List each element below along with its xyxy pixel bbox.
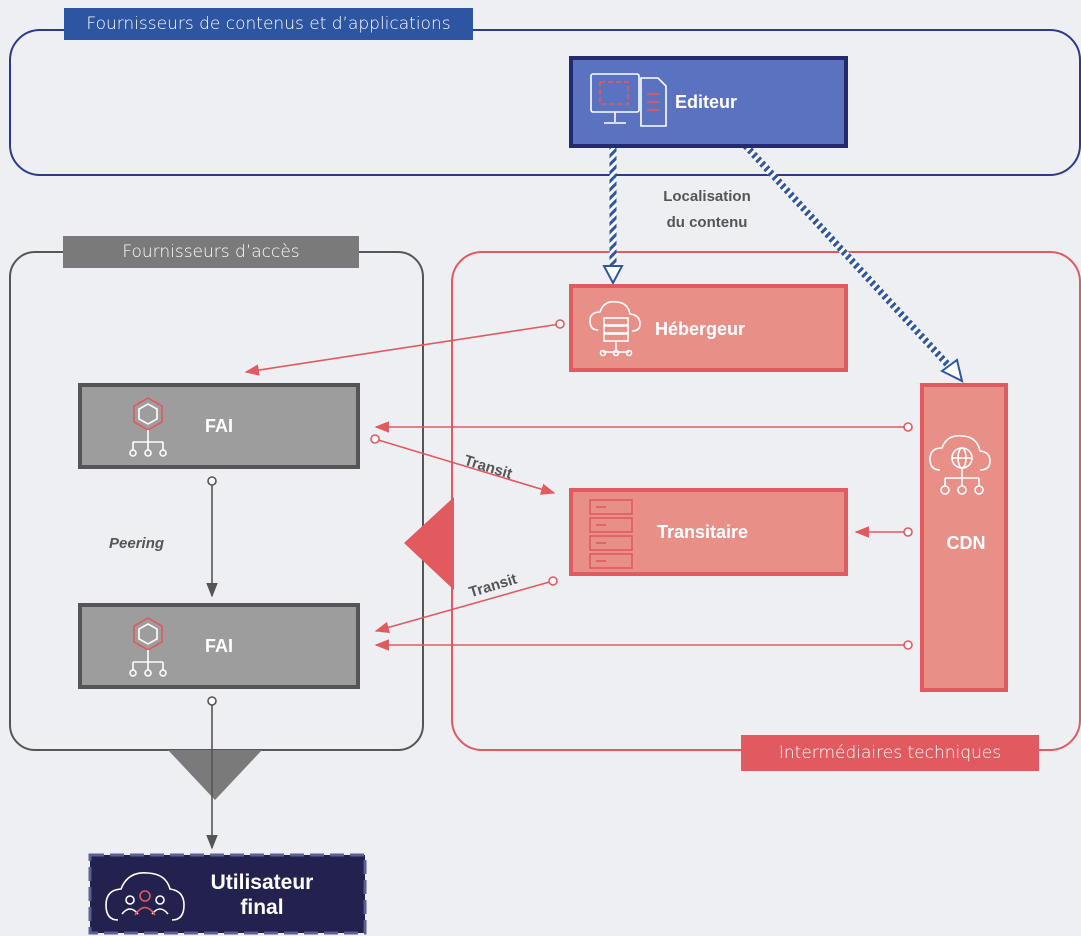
fai-top-label: FAI <box>205 415 234 436</box>
peering-label: Peering <box>109 535 165 552</box>
content-providers-label: Fournisseurs de contenus et d’applicatio… <box>86 14 451 34</box>
fai-top-icon <box>129 397 167 457</box>
user-box[interactable] <box>88 853 367 935</box>
localisation-label-line1: Localisation <box>663 188 751 205</box>
gray-connector-origins <box>207 476 217 706</box>
intermediaries-label: Intermédiaires techniques <box>778 743 1002 763</box>
user-group-icon <box>105 872 185 921</box>
hebergeur-box[interactable] <box>569 284 848 372</box>
transitaire-icon <box>589 499 633 569</box>
fai-bottom-icon <box>129 617 167 677</box>
editeur-box[interactable] <box>569 56 848 148</box>
localisation-label-line2: du contenu <box>666 214 748 231</box>
transitaire-label: Transitaire <box>657 521 749 542</box>
content-providers-tab <box>64 8 473 40</box>
editeur-icon <box>590 73 667 127</box>
red-connector-origins <box>370 319 913 650</box>
user-label-line2: final <box>240 896 284 919</box>
user-label-line1: Utilisateur <box>210 871 314 894</box>
fai-bottom-box[interactable] <box>78 603 360 689</box>
funnel-arrow-intermediaries <box>404 497 454 590</box>
hatched-arrowhead-hebergeur <box>602 265 624 286</box>
red-connectors <box>244 323 908 651</box>
access-providers-tab <box>63 236 359 268</box>
link-transitaire-fai-bottom <box>374 580 554 634</box>
cdn-label: CDN <box>946 532 986 553</box>
editeur-label: Editeur <box>675 91 738 112</box>
hebergeur-label: Hébergeur <box>655 318 746 339</box>
hatched-link-editeur-cdn <box>742 142 952 369</box>
hatched-arrowhead-cdn <box>940 358 964 383</box>
cdn-icon <box>929 434 991 495</box>
intermediaries-tab <box>741 735 1039 771</box>
access-providers-label: Fournisseurs d’accès <box>122 242 300 262</box>
fai-top-box[interactable] <box>78 383 360 469</box>
fai-bottom-label: FAI <box>205 635 234 656</box>
hebergeur-icon <box>589 300 641 357</box>
content-providers-frame <box>9 29 1081 176</box>
link-hebergeur-fai <box>244 323 561 376</box>
link-fai-transitaire <box>374 438 556 495</box>
funnel-arrow-access <box>168 750 262 800</box>
